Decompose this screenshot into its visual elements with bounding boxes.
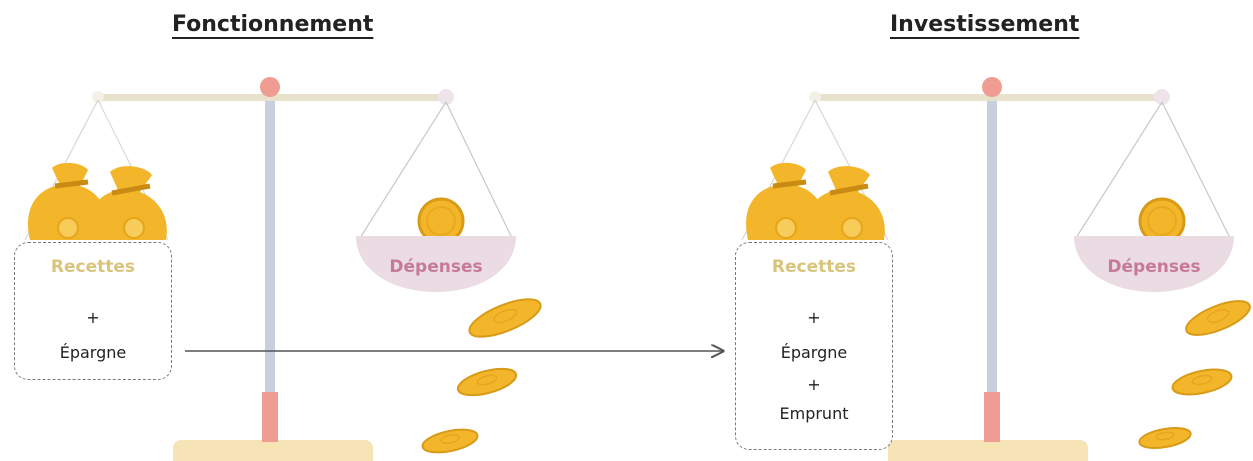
scale-investissement [741,77,1251,461]
pan-label-recettes: Recettes [771,257,857,277]
scale-base [173,440,373,461]
beam-end-left [92,91,104,103]
pan-label-depenses: Dépenses [389,257,483,277]
box-line-epargne: Épargne [780,343,848,362]
scale-base [888,440,1088,461]
pan-string [359,101,447,239]
euro-coin-icon [1171,368,1233,396]
scale-knob [260,77,280,97]
box-line-plus: + [807,308,821,327]
title-fonctionnement: Fonctionnement [172,12,374,37]
beam-end-right [1154,89,1170,105]
pan-string [1075,101,1163,239]
money-bag-icon [28,162,109,240]
pan-label-depenses: Dépenses [1107,257,1201,277]
box-line-plus: + [86,308,100,327]
money-bag-icon [807,166,885,240]
recettes-box-investissement [735,242,893,450]
scale-post [987,92,997,442]
pan-label-recettes: Recettes [50,257,136,277]
box-line-plus: + [807,375,821,394]
money-bag-icon [746,162,827,240]
scale-knob [982,77,1002,97]
pan-depenses [1074,236,1234,292]
money-bag-icon [89,166,167,240]
euro-coin-icon [456,367,518,397]
beam-end-left [809,91,821,103]
box-line-emprunt: Emprunt [779,404,849,423]
scale-post [265,92,275,442]
euro-coin-icon [1185,300,1251,336]
euro-coin-icon [421,428,479,454]
scale-fonctionnement [24,77,542,461]
scale-beam [98,94,448,101]
euro-coin-icon [468,298,542,338]
box-line-epargne: Épargne [59,343,127,362]
scale-beam [815,94,1165,101]
beam-end-right [438,89,454,105]
scale-sleeve [984,392,1000,442]
pan-string [1161,101,1231,239]
euro-coin-icon [1138,427,1192,449]
title-investissement: Investissement [890,12,1080,37]
scale-sleeve [262,392,278,442]
pan-depenses [356,236,516,292]
pan-string [445,101,513,239]
recettes-box-fonctionnement [14,242,172,380]
